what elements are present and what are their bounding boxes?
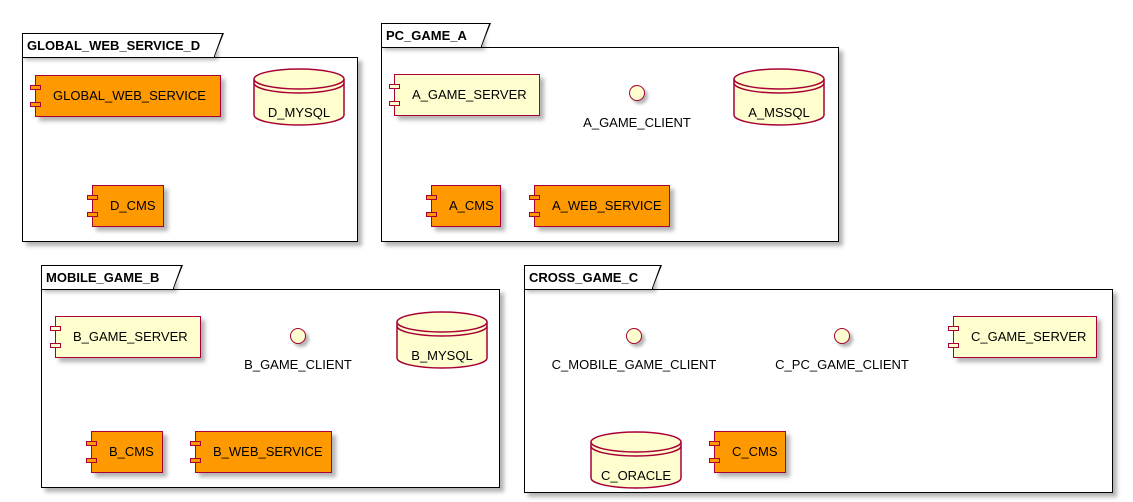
interface-circle-icon — [626, 328, 642, 344]
database-c-oracle[interactable]: C_ORACLE — [590, 430, 682, 490]
database-a-mssql[interactable]: A_MSSQL — [733, 67, 825, 127]
component-a-cms[interactable]: A_CMS — [426, 185, 501, 227]
component-b-cms[interactable]: B_CMS — [86, 431, 163, 473]
database-label: A_MSSQL — [748, 105, 810, 120]
component-label: A_WEB_SERVICE — [552, 198, 662, 213]
component-label: A_GAME_SERVER — [412, 87, 527, 102]
component-c-cms[interactable]: C_CMS — [709, 431, 786, 473]
database-label: C_ORACLE — [600, 468, 672, 483]
component-b-web-service[interactable]: B_WEB_SERVICE — [190, 431, 332, 473]
package-global-web-service-d: GLOBAL_WEB_SERVICE_D GLOBAL_WEB_SERVICE … — [22, 32, 358, 242]
component-d-cms[interactable]: D_CMS — [87, 185, 164, 227]
component-a-game-server[interactable]: A_GAME_SERVER — [389, 74, 540, 116]
component-c-game-server[interactable]: C_GAME_SERVER — [948, 316, 1097, 358]
interface-circle-icon — [834, 328, 850, 344]
component-label: GLOBAL_WEB_SERVICE — [53, 88, 206, 103]
database-icon — [396, 311, 488, 369]
package-title: CROSS_GAME_C — [524, 264, 663, 290]
package-cross-game-c: CROSS_GAME_C C_MOBILE_GAME_CLIENT C_PC_G… — [524, 264, 1113, 493]
component-label: C_CMS — [732, 444, 778, 459]
interface-label: A_GAME_CLIENT — [583, 115, 691, 130]
component-label: A_CMS — [449, 198, 494, 213]
database-d-mysql[interactable]: D_MYSQL — [253, 67, 345, 127]
package-title: MOBILE_GAME_B — [41, 264, 184, 290]
database-icon — [733, 68, 825, 126]
interface-label: B_GAME_CLIENT — [244, 357, 352, 372]
component-label: B_CMS — [109, 444, 154, 459]
interface-label: C_PC_GAME_CLIENT — [775, 357, 909, 372]
database-icon — [253, 68, 345, 126]
component-label: C_GAME_SERVER — [971, 329, 1087, 344]
package-title: PC_GAME_A — [381, 22, 491, 48]
component-label: B_WEB_SERVICE — [213, 444, 323, 459]
package-title: GLOBAL_WEB_SERVICE_D — [22, 32, 225, 58]
database-label: B_MYSQL — [411, 348, 473, 363]
database-label: D_MYSQL — [267, 105, 331, 120]
component-label: B_GAME_SERVER — [73, 329, 188, 344]
interface-circle-icon — [290, 328, 306, 344]
interface-circle-icon — [629, 85, 645, 101]
component-global-web-service[interactable]: GLOBAL_WEB_SERVICE — [30, 75, 221, 117]
component-b-game-server[interactable]: B_GAME_SERVER — [50, 316, 201, 358]
interface-label: C_MOBILE_GAME_CLIENT — [551, 357, 717, 372]
package-pc-game-a: PC_GAME_A A_GAME_SERVER A_GAME_CLIENT A_… — [381, 22, 839, 242]
package-mobile-game-b: MOBILE_GAME_B B_GAME_SERVER B_GAME_CLIEN… — [41, 264, 500, 488]
database-b-mysql[interactable]: B_MYSQL — [396, 310, 488, 370]
component-label: D_CMS — [110, 198, 156, 213]
database-icon — [590, 431, 682, 489]
component-a-web-service[interactable]: A_WEB_SERVICE — [529, 185, 670, 227]
